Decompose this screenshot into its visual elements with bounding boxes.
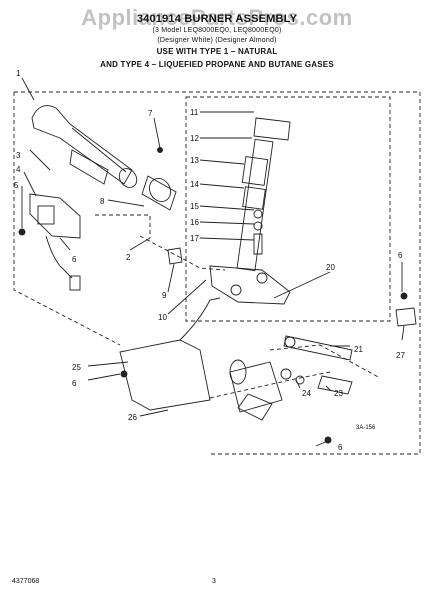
diagram-code: 3A-156: [356, 425, 376, 431]
outer-frame: [14, 91, 421, 455]
callout-8: 8: [100, 197, 105, 206]
callout-6a: 6: [72, 255, 77, 264]
callout-17: 17: [190, 234, 199, 243]
valve-group-frame: [185, 96, 391, 322]
callout-6b: 6: [72, 379, 77, 388]
callout-20: 20: [326, 263, 335, 272]
callout-12: 12: [190, 134, 199, 143]
burner-tube: [31, 105, 138, 188]
watermark: AppliancePartsPros.com: [81, 5, 353, 30]
callout-25: 25: [72, 363, 81, 372]
callout-9: 9: [162, 291, 167, 300]
callout-2: 2: [126, 253, 131, 262]
callout-21: 21: [354, 345, 363, 354]
igniter-shield: [69, 149, 109, 185]
igniter-bracket: [29, 193, 81, 291]
color-line: (Designer White) (Designer Almond): [157, 37, 277, 44]
burner-bracket: [119, 297, 283, 421]
gas-valve: [209, 117, 291, 305]
callout-11: 11: [190, 108, 199, 117]
callout-10: 10: [158, 313, 167, 322]
callout-13: 13: [190, 156, 199, 165]
callout-14: 14: [190, 180, 199, 189]
footer-page-number: 3: [212, 578, 216, 585]
usage-line-2: AND TYPE 4 – LIQUEFIED PROPANE AND BUTAN…: [100, 60, 334, 69]
callout-24: 24: [302, 389, 311, 398]
callout-4: 4: [16, 165, 21, 174]
callout-5: 5: [14, 181, 19, 190]
callout-27: 27: [396, 351, 405, 360]
callout-15: 15: [190, 202, 199, 211]
footer-part-number: 4377068: [12, 578, 40, 585]
usage-line-1: USE WITH TYPE 1 – NATURAL: [156, 47, 278, 56]
diagram-title: 3401914 BURNER ASSEMBLY: [136, 13, 298, 25]
callout-16: 16: [190, 218, 199, 227]
callout-26: 26: [128, 413, 137, 422]
callout-23: 23: [334, 389, 343, 398]
callout-7: 7: [148, 109, 153, 118]
model-line: (3 Model LEQ8000EQ0, LEQ8000EQ0): [152, 27, 282, 34]
callout-3: 3: [16, 151, 21, 160]
callout-6c: 6: [398, 251, 403, 260]
callout-6d: 6: [338, 443, 343, 452]
callout-1: 1: [16, 69, 21, 78]
